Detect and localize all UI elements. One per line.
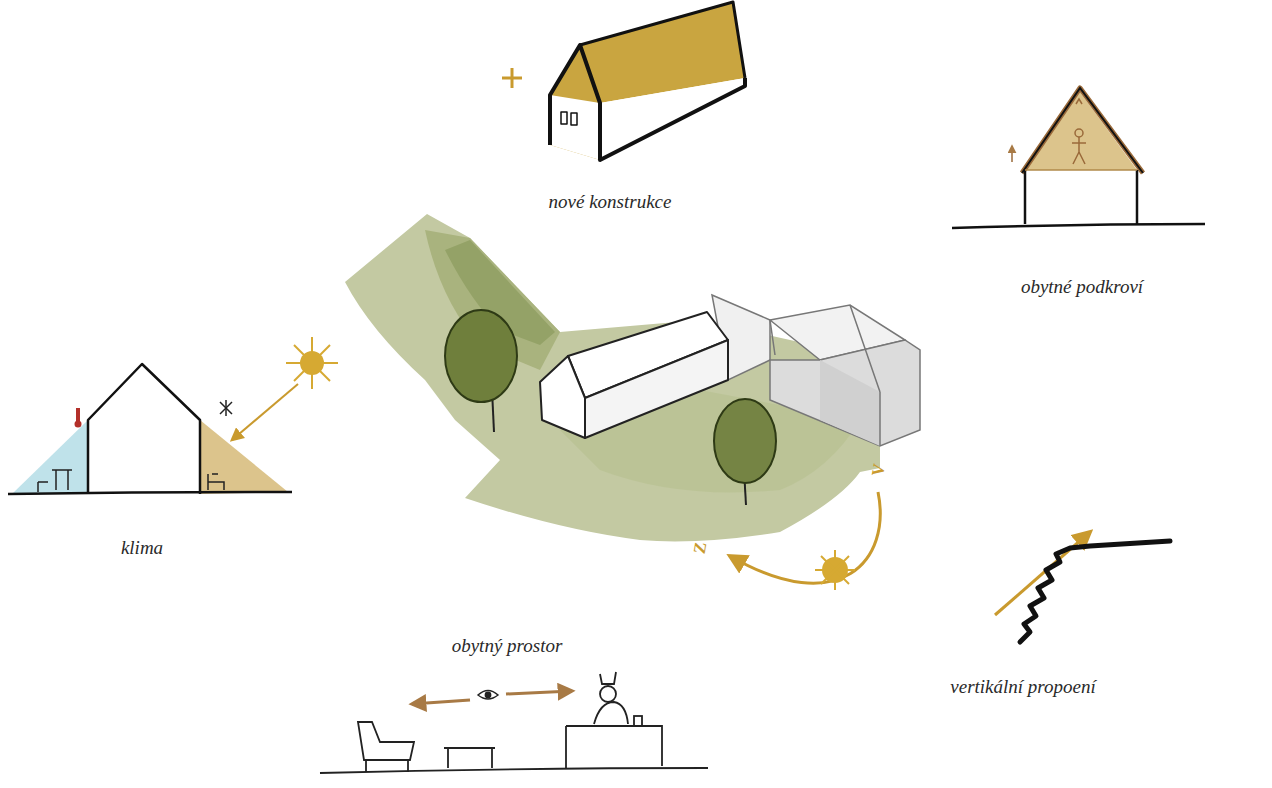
sun-path	[730, 492, 880, 590]
caption-label: vertikální propoení	[950, 676, 1095, 699]
caption-label: nové konstrukce	[549, 191, 672, 214]
attic-section	[952, 88, 1205, 228]
tree	[445, 310, 517, 432]
caption-label: obytné podkroví	[1021, 276, 1143, 299]
plus-sign	[502, 68, 522, 88]
caption-label: klima	[121, 537, 163, 560]
stairs-symbol	[995, 532, 1170, 642]
main-house	[540, 312, 728, 438]
compass-letter: Z	[690, 541, 712, 556]
tree	[714, 399, 776, 505]
climate-section	[8, 337, 338, 494]
new-construction-house	[550, 2, 745, 160]
caption-label: obytný prostor	[452, 635, 563, 658]
living-space-sketch	[320, 672, 708, 773]
compass-letter: V	[868, 462, 890, 478]
